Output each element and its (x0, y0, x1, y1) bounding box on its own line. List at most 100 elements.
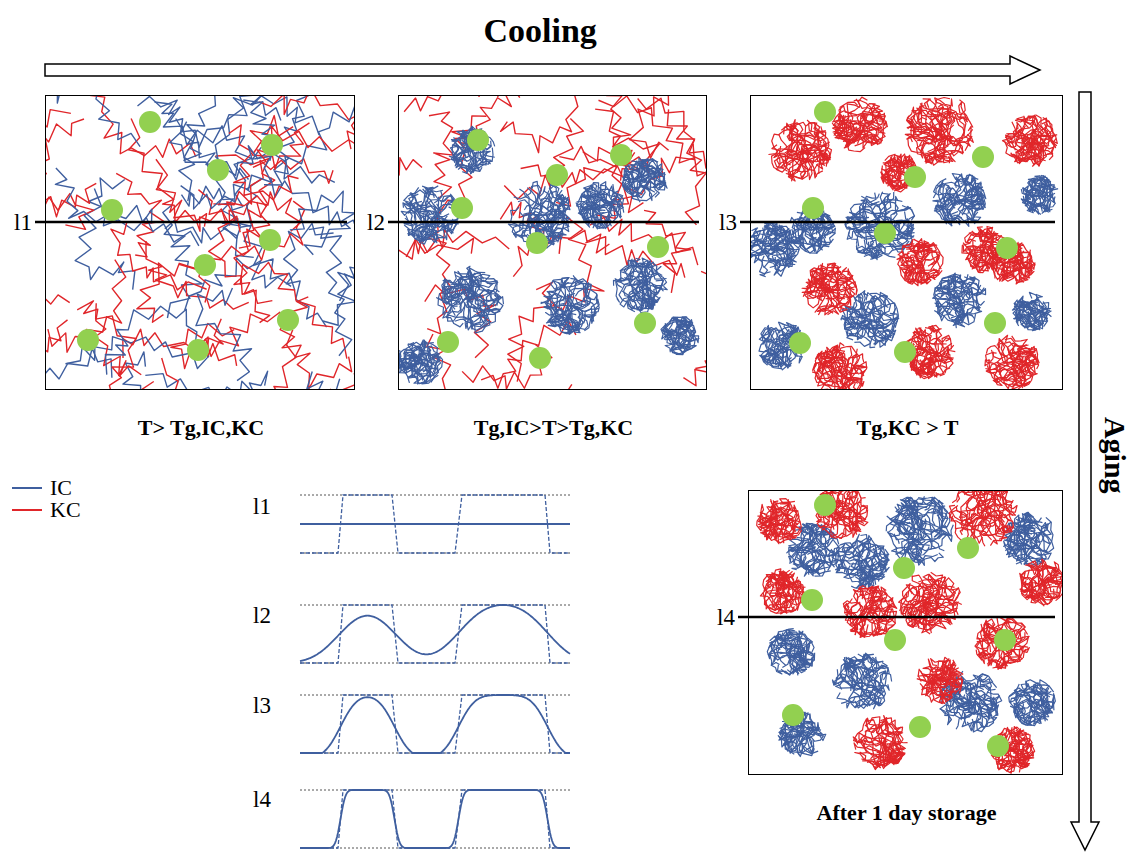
chain-cluster (601, 182, 617, 205)
chain-cluster (481, 302, 502, 314)
chain-cluster (844, 490, 857, 516)
chain-cluster (480, 290, 500, 302)
chain-cluster (669, 318, 687, 336)
free-chain (45, 230, 70, 304)
panel-illustration (45, 95, 355, 390)
chain-cluster (933, 184, 947, 204)
chain-cluster (831, 278, 853, 297)
chain-cluster (789, 146, 827, 166)
free-chain (508, 282, 555, 381)
chain-cluster (869, 293, 890, 320)
chain-cluster (1009, 684, 1019, 711)
chain-cluster (1034, 700, 1050, 724)
chain-cluster (843, 354, 857, 378)
chain-cluster (647, 286, 667, 310)
chain-cluster (967, 248, 987, 269)
chain-cluster (1028, 310, 1050, 328)
chain-cluster (836, 128, 861, 140)
chain-cluster (861, 193, 878, 208)
chain-cluster (986, 346, 1007, 357)
chain-cluster (906, 260, 919, 281)
free-chain (209, 196, 273, 303)
chain-cluster (629, 259, 648, 283)
chain-cluster (777, 142, 798, 165)
free-chain (45, 109, 84, 145)
panel-illustration (750, 97, 1058, 390)
chain-cluster (881, 171, 897, 182)
chain-cluster (854, 318, 876, 346)
chain-cluster (755, 225, 772, 250)
chain-cluster (403, 343, 413, 368)
chain-cluster (417, 357, 428, 382)
chain-cluster (901, 497, 916, 529)
free-chain (398, 158, 422, 183)
chain-cluster (534, 197, 568, 223)
chain-cluster (616, 278, 630, 302)
free-chain (429, 112, 454, 198)
chain-cluster (1040, 176, 1048, 195)
chain-cluster (508, 224, 530, 238)
chain-cluster (790, 217, 825, 229)
chain-cluster (780, 732, 806, 745)
chain-cluster (451, 279, 480, 300)
filler-particle (194, 254, 216, 276)
chain-cluster (650, 173, 665, 187)
chain-cluster (637, 287, 649, 310)
chain-cluster (838, 518, 862, 534)
chain-cluster (845, 654, 866, 669)
filler-particle (874, 222, 896, 244)
chain-cluster (793, 647, 804, 675)
filler-particle (277, 309, 299, 331)
chain-cluster (858, 575, 874, 586)
chain-cluster (437, 287, 452, 304)
chain-cluster (541, 292, 570, 312)
chain-cluster (1007, 343, 1032, 361)
filler-particle (972, 146, 994, 168)
free-chain (462, 344, 552, 389)
free-chain (501, 95, 578, 153)
chain-cluster (790, 732, 809, 752)
chain-cluster (1010, 152, 1031, 161)
chain-cluster (457, 150, 474, 173)
chain-cluster (844, 500, 861, 519)
chain-cluster (963, 308, 981, 325)
chain-cluster (1025, 352, 1037, 367)
free-chain (70, 303, 136, 390)
free-chain (75, 188, 135, 289)
chain-cluster (792, 646, 809, 665)
chain-cluster (937, 174, 968, 187)
chain-cluster (1021, 684, 1043, 708)
chain-cluster (448, 305, 466, 321)
chain-cluster (1013, 525, 1034, 545)
chain-cluster (414, 359, 438, 383)
chain-cluster (900, 500, 910, 506)
chain-cluster (789, 653, 812, 674)
chain-cluster (913, 360, 937, 375)
profile-line (388, 221, 699, 224)
chain-cluster (534, 193, 555, 231)
free-chain (338, 248, 355, 301)
chain-cluster (772, 126, 796, 152)
chain-cluster (1033, 154, 1040, 166)
free-chain (404, 95, 520, 112)
chain-cluster (584, 314, 596, 323)
chain-cluster (876, 196, 897, 224)
chain-cluster (804, 712, 816, 737)
chain-cluster (1026, 189, 1041, 215)
chain-cluster (814, 360, 839, 383)
chain-cluster (764, 525, 796, 539)
free-chain (45, 320, 68, 390)
chain-cluster (768, 223, 781, 241)
filler-particle (529, 347, 551, 369)
chain-cluster (678, 332, 699, 343)
chain-cluster (932, 108, 973, 127)
chain-cluster (932, 513, 947, 538)
chain-cluster (986, 362, 1009, 373)
chain-cluster (403, 202, 430, 215)
chain-cluster (856, 222, 898, 244)
chain-cluster (924, 528, 946, 549)
chain-cluster (997, 343, 1029, 359)
chain-cluster (841, 668, 870, 704)
chain-cluster (759, 330, 772, 342)
chain-cluster (795, 229, 826, 248)
